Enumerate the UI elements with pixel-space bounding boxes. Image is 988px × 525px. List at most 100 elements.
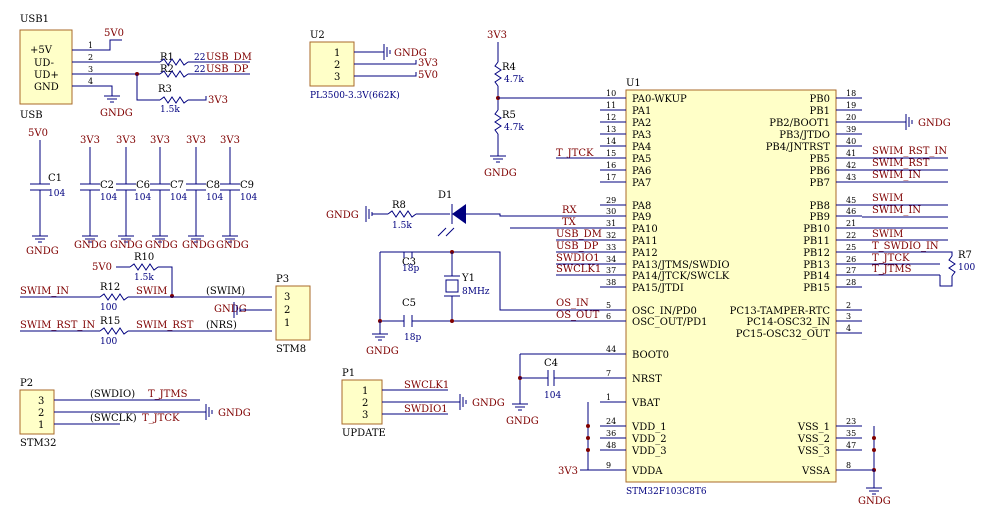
u1-pin-number: 39 [846, 125, 856, 134]
u1-pin-name: PB1 [810, 106, 830, 117]
u1-pin-number: 19 [846, 101, 856, 110]
u1-pin-name: VSS_1 [797, 422, 830, 433]
y1-designator: Y1 [461, 273, 475, 284]
u1-pin-name: VDD_3 [631, 446, 667, 457]
u2-value: PL3500-3.3V(662K) [310, 90, 400, 101]
c9-capacitor: 3V3 C9 104 GNDG [216, 135, 257, 251]
c1-designator: C1 [48, 173, 62, 184]
p2-header: P2 3 2 1 STM32 [19, 378, 56, 449]
u1-pin-number: 43 [846, 173, 856, 182]
c3-capacitor: C3 18p [402, 252, 419, 274]
c6-capacitor: 3V3 C6 104 GNDG [110, 135, 151, 251]
r10-designator: R10 [134, 252, 154, 263]
y1-value: 8MHz [462, 287, 490, 297]
r1-value: 22 [194, 53, 205, 63]
u1-pin-number: 22 [846, 231, 856, 240]
usb-pin-udp: UD+ [34, 70, 59, 81]
p2-pin-3: 3 [38, 396, 44, 407]
u1-pin-name: PA2 [632, 118, 651, 129]
c6-designator: C6 [136, 180, 150, 191]
u1-pin-name: PB9 [810, 212, 830, 223]
r5-designator: R5 [502, 110, 516, 121]
r4-designator: R4 [502, 62, 516, 73]
u1-pin-name: PB14 [803, 271, 830, 282]
swim-in-net: SWIM_IN [20, 286, 69, 297]
c1-value: 104 [48, 189, 65, 199]
u1-pin-number: 6 [606, 312, 611, 321]
pb12-net: T_SWDIO_IN [872, 241, 939, 252]
c3-designator: C3 [402, 257, 416, 268]
usb-5v-net: 5V0 [104, 28, 124, 39]
c8-designator: C8 [206, 180, 220, 191]
u1-pin-name: PB7 [810, 178, 830, 189]
u1-pin-number: 11 [606, 101, 616, 110]
u2-pin-2: 2 [334, 60, 340, 71]
u1-pin-name: PA10 [632, 224, 658, 235]
usb-pinnum-1: 1 [88, 41, 93, 50]
p3-header: P3 3 2 1 STM8 [275, 274, 311, 355]
usb-gnd-net: GNDG [100, 108, 133, 119]
r10-value: 1.5k [134, 273, 154, 283]
u1-pin-name: PB6 [810, 166, 830, 177]
u1-pin-number: 13 [606, 125, 616, 134]
c6-supply-net: 3V3 [116, 135, 136, 146]
u1-right-pins: 18PB019PB120PB2/BOOT139PB3/JTDO40PB4/JNT… [730, 89, 862, 477]
usb-connector: USB1 +5V UD- UD+ GND USB 1 2 3 4 [19, 14, 100, 121]
r10-5v-net: 5V0 [92, 262, 112, 273]
u1-pin-name: PA15/JTDI [632, 283, 684, 294]
u1-pin-number: 17 [606, 173, 616, 182]
c2-supply-net: 3V3 [80, 135, 100, 146]
c8-capacitor: 3V3 C8 104 GNDG [182, 135, 223, 251]
osc-in-net: OS_IN [556, 298, 589, 309]
c9-gnd-net: GNDG [216, 240, 249, 251]
c1-gnd-net: GNDG [26, 246, 59, 257]
u1-pin-name: PA7 [632, 178, 651, 189]
u1-pin-number: 14 [606, 137, 616, 146]
c1-supply-net: 5V0 [28, 128, 48, 139]
c4-designator: C4 [544, 358, 558, 369]
u1-pin-name: PB2/BOOT1 [769, 118, 830, 129]
r1-net: USB_DM [206, 52, 252, 63]
u1-pin-number: 29 [606, 196, 616, 205]
y1-crystal: Y1 8MHz [444, 252, 490, 321]
u2-pin-3: 3 [334, 72, 340, 83]
u1-pin-name: PC15-OSC32_OUT [736, 329, 831, 340]
r3-3v3-net: 3V3 [208, 95, 228, 106]
u1-pin-name: VSS_3 [797, 446, 830, 457]
c6-value: 104 [134, 193, 151, 203]
r3-value: 1.5k [160, 105, 180, 115]
r2-value: 22 [194, 65, 205, 75]
u1-pin-number: 16 [606, 161, 616, 170]
pb9-net: SWIM_IN [872, 205, 921, 216]
u1-pin-number: 42 [846, 161, 856, 170]
swim-rst-net: SWIM_RST [136, 320, 194, 331]
r2-designator: R2 [160, 64, 174, 75]
u1-pin-number: 28 [846, 278, 856, 287]
swim-net: SWIM [136, 286, 167, 297]
u1-pin-number: 44 [606, 345, 616, 354]
r8-designator: R8 [392, 200, 406, 211]
u1-pin-number: 8 [846, 461, 851, 470]
usb-name: USB [20, 110, 43, 121]
p3-gnd-net: GNDG [214, 304, 247, 315]
c7-capacitor: 3V3 C7 104 GNDG [145, 135, 187, 251]
pa13-net: SWDIO1 [556, 253, 600, 264]
c5-designator: C5 [402, 298, 416, 309]
usb-pinnum-4: 4 [88, 77, 93, 86]
usb-pin-udm: UD- [34, 58, 54, 69]
vss-gnd-net: GNDG [858, 496, 891, 507]
c6-gnd-net: GNDG [110, 240, 143, 251]
